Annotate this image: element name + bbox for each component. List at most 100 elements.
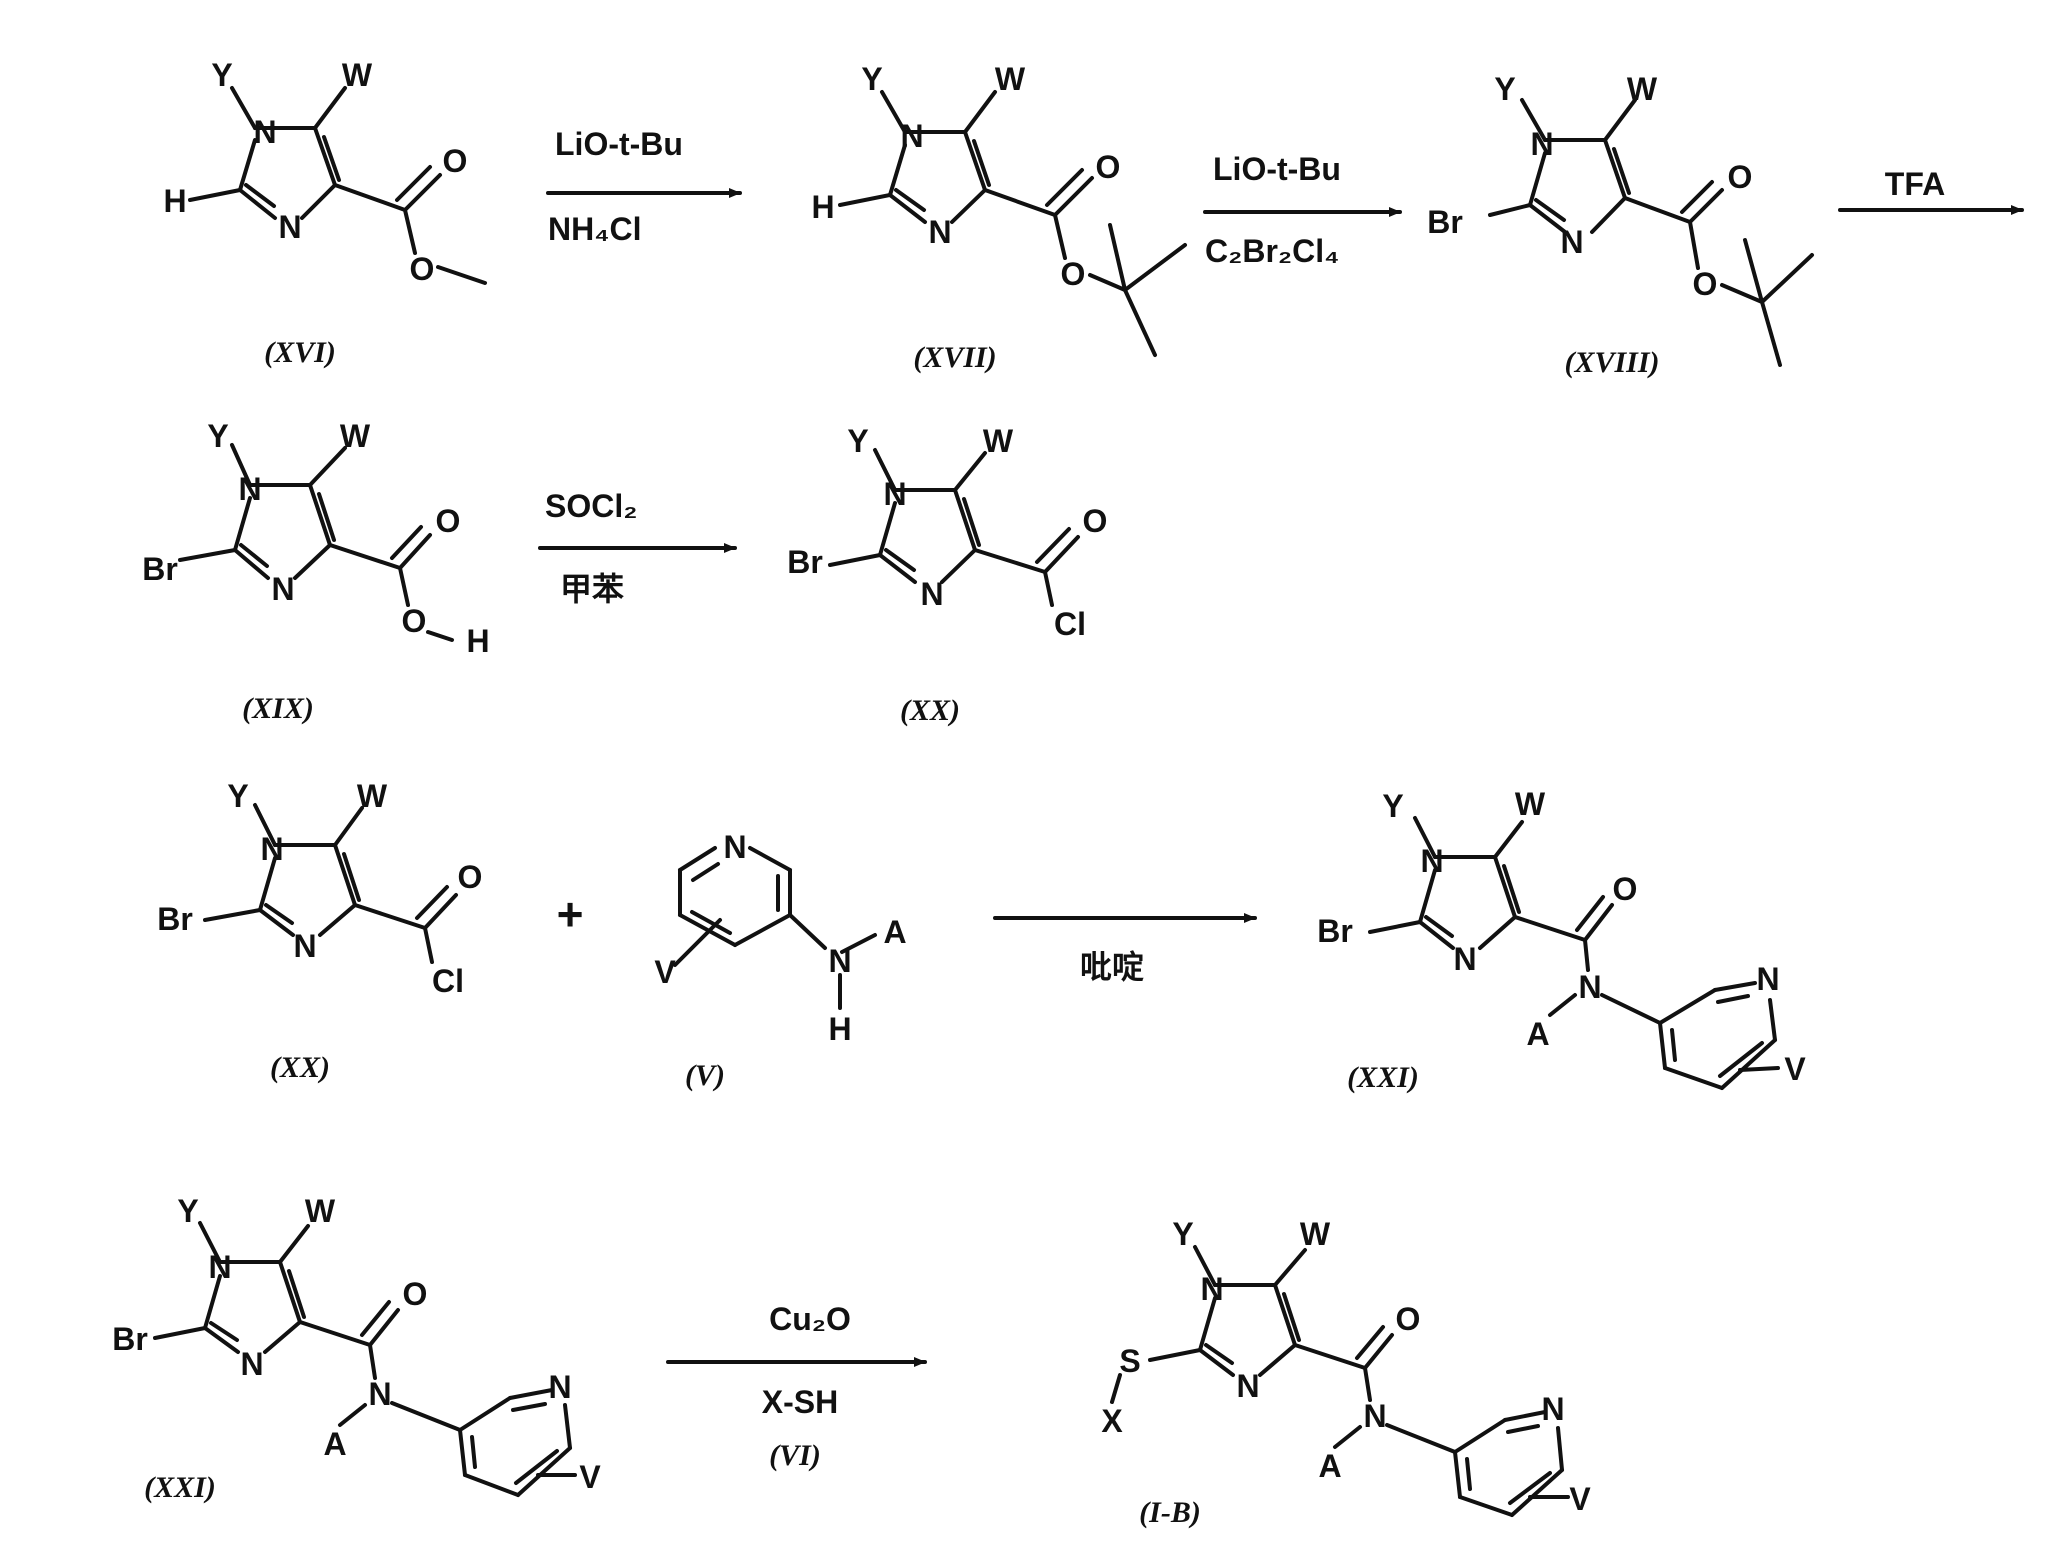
atom-a: A (1318, 1448, 1341, 1484)
bond-line (1110, 225, 1125, 290)
compound-label: (I-B) (1139, 1496, 1201, 1529)
atom-w: W (995, 61, 1026, 97)
bond-line (1740, 1068, 1778, 1070)
atom-v: V (579, 1459, 601, 1495)
bond-line (518, 1448, 570, 1495)
atom-cl: Cl (1054, 606, 1086, 642)
atom-n: N (1453, 941, 1476, 977)
bond-line (392, 1403, 460, 1430)
bond-line (1660, 990, 1715, 1023)
atom-n: N (208, 1249, 231, 1285)
atom-n: N (928, 214, 951, 250)
reagent-label: LiO-t-Bu (555, 126, 683, 162)
bond-line (1047, 170, 1082, 205)
atom-o: O (403, 1276, 428, 1312)
bond-line (1558, 1428, 1562, 1470)
bond-line (472, 1437, 475, 1467)
atom-y: Y (847, 423, 868, 459)
bond-line (1505, 1412, 1545, 1420)
bond-line (1625, 198, 1690, 222)
compound-label: (XX) (270, 1051, 330, 1084)
atom-br: Br (787, 544, 823, 580)
bond-line (896, 190, 924, 210)
atom-o: O (1083, 503, 1108, 539)
reaction-arrow-3: TFA (1840, 166, 2022, 210)
atom-o: O (410, 251, 435, 287)
bond-line (362, 1302, 389, 1335)
bond-line (975, 550, 1045, 572)
bond-line (1206, 1345, 1232, 1363)
atom-o: O (443, 143, 468, 179)
compound-xvii: Y W N N H O O (XVII) (811, 61, 1185, 374)
atom-v: V (1784, 1051, 1806, 1087)
atom-y: Y (861, 61, 882, 97)
bond-line (1515, 917, 1585, 940)
atom-n: N (1236, 1368, 1259, 1404)
bond-line (1090, 275, 1125, 290)
bond-line (680, 848, 715, 870)
atom-n: N (253, 114, 276, 150)
compound-label: (VI) (769, 1439, 821, 1472)
bond-line (1690, 222, 1698, 268)
bond-line (513, 1404, 545, 1410)
bond-line (1295, 1345, 1365, 1368)
atom-w: W (340, 418, 371, 454)
reagent-label: SOCl₂ (545, 488, 637, 524)
atom-n: N (1756, 961, 1779, 997)
bond-line (1460, 1497, 1512, 1515)
atom-o: O (1728, 159, 1753, 195)
bond-line (1722, 1040, 1775, 1088)
bond-line (1370, 922, 1420, 932)
bond-line (392, 527, 421, 558)
bond-line (460, 1398, 510, 1430)
bond-line (1426, 917, 1452, 936)
bond-line (1660, 1023, 1665, 1068)
atom-n: N (238, 471, 261, 507)
bond-line (830, 555, 880, 565)
bond-line (425, 895, 456, 928)
bond-line (417, 887, 447, 918)
bond-line (335, 185, 405, 210)
atom-n: N (1363, 1398, 1386, 1434)
bond-line (280, 1226, 308, 1262)
compound-i-b: Y W N N S X O N A N V (I-B) (1101, 1216, 1591, 1529)
atom-w: W (1300, 1216, 1331, 1252)
reagent-label: 吡啶 (1080, 949, 1144, 985)
atom-n: N (900, 118, 923, 154)
atom-n: N (240, 1346, 263, 1382)
bond-line (1585, 940, 1588, 970)
bond-line (1550, 995, 1575, 1015)
bond-line (886, 550, 914, 570)
bond-line (330, 545, 400, 568)
compound-v: N N A H V (V) (654, 829, 906, 1092)
bond-line (942, 550, 975, 582)
atom-n: N (1560, 224, 1583, 260)
bond-line (1045, 572, 1052, 605)
atom-h: H (811, 189, 834, 225)
bond-line (1745, 240, 1762, 302)
compound-label: (XXI) (1347, 1061, 1419, 1094)
bond-line (405, 210, 415, 253)
bond-line (1037, 529, 1069, 562)
bond-line (425, 928, 432, 962)
atom-h: H (828, 1011, 851, 1047)
atom-v: V (654, 954, 676, 990)
bond-line (1387, 1425, 1455, 1452)
reaction-arrow-6: Cu₂O X-SH (VI) (668, 1301, 925, 1472)
bond-line (1045, 537, 1078, 572)
bond-line (370, 1310, 398, 1345)
compound-xx: Y W N N Br O Cl (XX) (787, 423, 1107, 727)
bond-line (1055, 178, 1092, 215)
bond-line (428, 632, 452, 640)
bond-line (300, 1322, 370, 1345)
reagent-label: LiO-t-Bu (1213, 151, 1341, 187)
reaction-arrow-5: 吡啶 (995, 918, 1255, 985)
atom-w: W (1627, 71, 1658, 107)
bond-line (265, 1322, 300, 1352)
bond-line (1125, 290, 1155, 355)
reaction-arrow-4: SOCl₂ 甲苯 (540, 488, 735, 607)
bond-line (1125, 245, 1185, 290)
bond-line (155, 1328, 205, 1338)
atom-o: O (458, 859, 483, 895)
bond-line (355, 905, 425, 928)
